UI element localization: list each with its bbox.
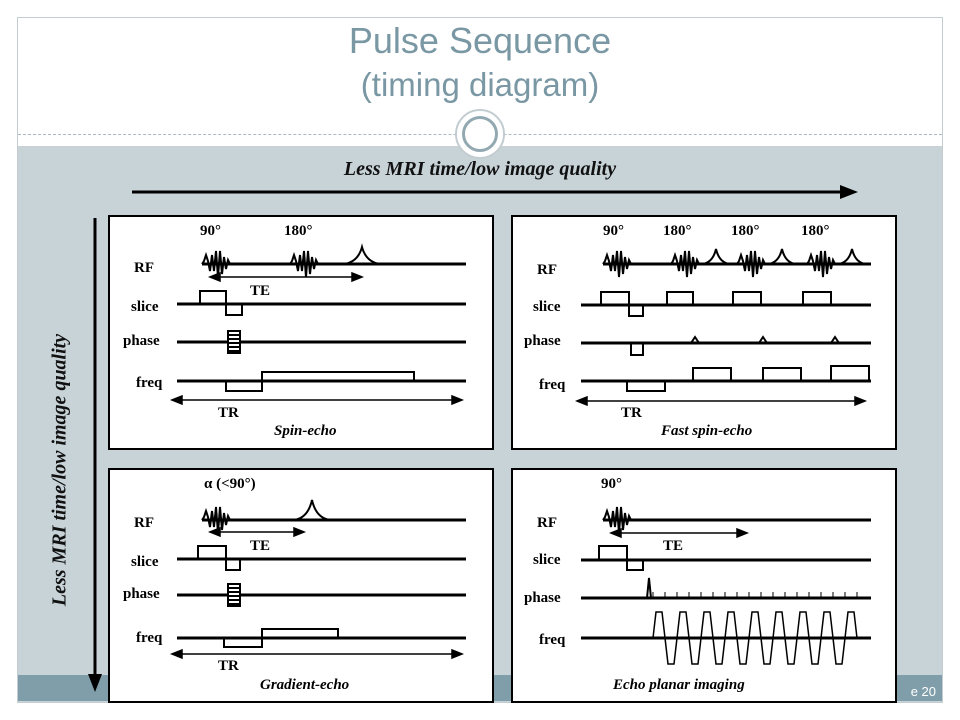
panel-caption: Gradient-echo: [260, 677, 350, 693]
panel-echo-planar-imaging: 90° RF slice phase freq TE Echo planar i…: [511, 468, 897, 703]
te-arrow: [207, 271, 365, 283]
rf-pulse-180: [806, 250, 836, 278]
te-label: TE: [250, 538, 271, 554]
pulse-label-90: 90°: [601, 476, 622, 492]
panel-caption: Echo planar imaging: [613, 677, 745, 693]
echo-signal: [838, 248, 866, 265]
echo-signal: [293, 499, 331, 521]
rf-pulse-90: [602, 250, 632, 278]
pulse-label-180: 180°: [801, 223, 830, 239]
phase-blips: [652, 592, 858, 598]
freq-gradient: [626, 365, 870, 392]
row-label-slice: slice: [131, 554, 159, 570]
tr-arrow: [169, 648, 465, 660]
horizontal-axis-arrow: [132, 185, 858, 199]
row-label-freq: freq: [136, 630, 163, 646]
slice-gradient: [199, 290, 243, 316]
page-number: e 20: [910, 684, 936, 699]
spin-echo-diagram: [169, 243, 466, 406]
rf-pulse-alpha: [201, 506, 231, 534]
fast-spin-echo-diagram: [574, 248, 871, 407]
slice-gradient: [197, 545, 241, 571]
pulse-label-90: 90°: [200, 223, 221, 239]
tr-label: TR: [218, 658, 239, 674]
row-label-phase: phase: [524, 590, 561, 606]
rf-pulse-180: [289, 250, 319, 278]
epi-diagram: [581, 506, 871, 665]
te-label: TE: [250, 283, 271, 299]
pulse-label-alpha: α (<90°): [204, 476, 256, 492]
pulse-label-180: 180°: [731, 223, 760, 239]
echo-signal: [702, 248, 730, 265]
phase-prephaser: [646, 577, 652, 599]
row-label-freq: freq: [539, 632, 566, 648]
phase-blip: [758, 335, 768, 344]
gradient-echo-diagram: [169, 499, 466, 660]
echo-signal: [768, 248, 796, 265]
te-arrow: [207, 526, 307, 538]
row-label-freq: freq: [136, 375, 163, 391]
horizontal-axis-heading: Less MRI time/low image quality: [343, 158, 617, 180]
vertical-axis-arrow: [88, 218, 102, 692]
slice-gradient: [598, 545, 644, 571]
row-label-slice: slice: [533, 299, 561, 315]
row-label-phase: phase: [524, 333, 561, 349]
pulse-label-90: 90°: [603, 223, 624, 239]
slice-gradient: [600, 291, 832, 317]
row-label-rf: RF: [537, 262, 557, 278]
pulse-label-180: 180°: [284, 223, 313, 239]
phase-encoding-steps: [227, 583, 241, 607]
row-label-slice: slice: [533, 552, 561, 568]
tr-label: TR: [218, 405, 239, 421]
freq-gradient: [223, 628, 339, 648]
panel-fast-spin-echo: 90° 180° 180° 180° RF slice phase freq T…: [511, 215, 897, 450]
echo-signal: [343, 243, 381, 265]
circle-ornament: [455, 109, 505, 159]
row-label-rf: RF: [134, 260, 154, 276]
row-label-rf: RF: [537, 515, 557, 531]
rf-pulse-180: [736, 250, 766, 278]
slide-subtitle: (timing diagram): [360, 66, 600, 103]
rf-pulse-90: [602, 506, 632, 534]
rf-pulse-180: [670, 250, 700, 278]
freq-gradient: [225, 371, 415, 392]
readout-gradient: [652, 611, 858, 665]
row-label-rf: RF: [134, 515, 154, 531]
phase-blip: [830, 335, 840, 344]
panel-spin-echo: 90° 180° RF slice phase freq TE TR Spin-…: [108, 215, 494, 450]
te-arrow: [608, 527, 750, 539]
slide-title: Pulse Sequence: [348, 20, 612, 61]
panel-caption: Fast spin-echo: [661, 423, 753, 439]
tr-label: TR: [621, 405, 642, 421]
row-label-freq: freq: [539, 377, 566, 393]
panel-gradient-echo: α (<90°) RF slice phase freq TE TR Gradi…: [108, 468, 494, 703]
phase-encoding-steps: [227, 330, 241, 354]
panel-caption: Spin-echo: [274, 423, 337, 439]
tr-arrow: [169, 394, 465, 406]
phase-gradient: [630, 343, 644, 356]
row-label-slice: slice: [131, 299, 159, 315]
row-label-phase: phase: [123, 586, 160, 602]
phase-blip: [690, 335, 700, 344]
row-label-phase: phase: [123, 333, 160, 349]
te-label: TE: [663, 538, 684, 554]
pulse-label-180: 180°: [663, 223, 692, 239]
tr-arrow: [574, 395, 868, 407]
rf-pulse-90: [201, 250, 231, 278]
